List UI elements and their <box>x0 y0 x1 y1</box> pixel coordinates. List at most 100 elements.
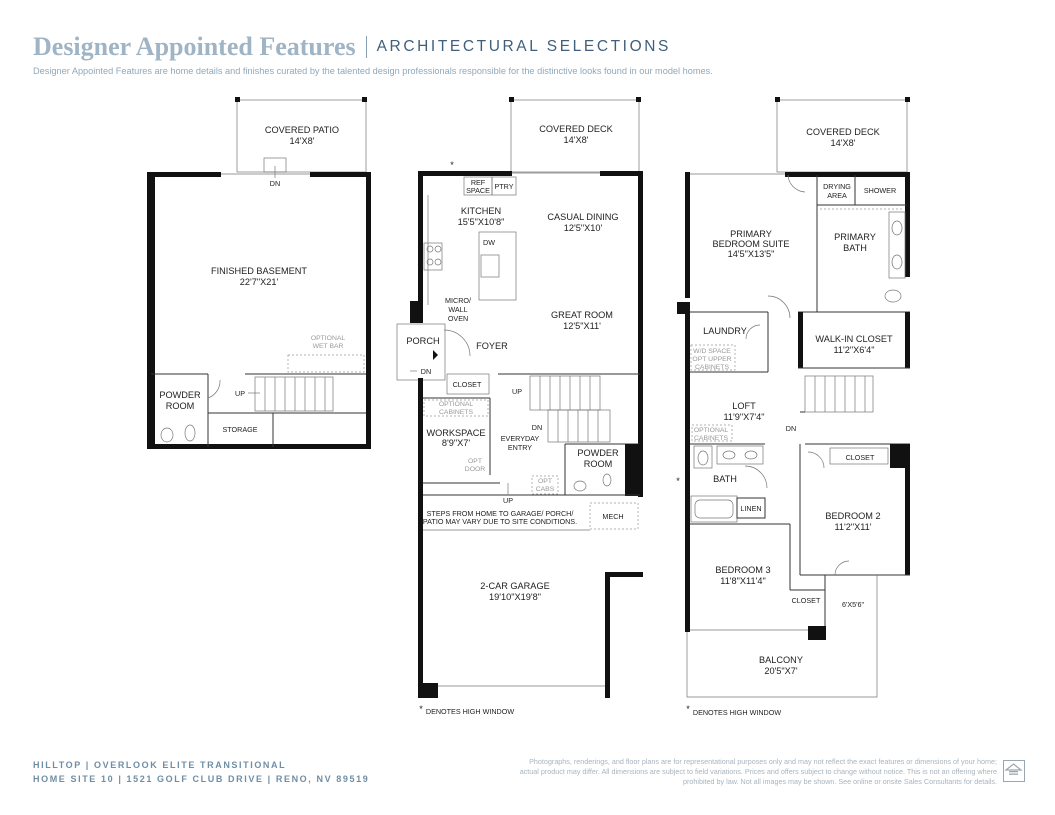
upper-asterisk-note: * <box>686 704 690 714</box>
steps-note-2: PATIO MAY VARY DUE TO SITE CONDITIONS. <box>423 517 577 526</box>
opt-upper-cabinets-label-2: CABINETS <box>695 364 729 371</box>
kitchen-label: KITCHEN <box>461 206 501 216</box>
great-room-label: GREAT ROOM <box>551 310 613 320</box>
page-title: Designer Appointed Features <box>33 32 356 61</box>
upper-dn-label: DN <box>786 424 796 433</box>
primary-suite-size: 14'5"X13'5" <box>728 249 775 259</box>
primary-suite-label-2: BEDROOM SUITE <box>712 239 789 249</box>
finished-basement-label: FINISHED BASEMENT <box>211 266 307 276</box>
primary-bath-label-2: BATH <box>843 243 867 253</box>
garage-up-label: UP <box>503 496 513 505</box>
dishwasher-label: DW <box>483 238 495 247</box>
main-asterisk-note: * <box>419 704 423 714</box>
garage-label: 2-CAR GARAGE <box>480 581 549 591</box>
drying-area-label-2: AREA <box>827 191 847 200</box>
linen-label: LINEN <box>740 504 761 513</box>
basement-covered-patio-label: COVERED PATIO <box>265 125 339 135</box>
basement-covered-patio-size: 14'X8' <box>290 136 315 146</box>
walk-in-closet-size: 11'2"X6'4" <box>833 345 874 355</box>
finished-basement-size: 22'7"X21' <box>240 277 279 287</box>
casual-dining-size: 12'5"X10' <box>564 223 603 233</box>
optional-wet-bar-label-2: WET BAR <box>313 343 344 350</box>
basement-powder-room-label-2: ROOM <box>166 401 195 411</box>
main-powder-room-label-2: ROOM <box>584 459 613 469</box>
steps-note-1: STEPS FROM HOME TO GARAGE/ PORCH/ <box>427 509 574 518</box>
loft-size: 11'9"X7'4" <box>723 412 764 422</box>
pantry-label: PTRY <box>494 182 513 191</box>
balcony-size: 20'5"X7' <box>764 666 798 676</box>
workspace-size: 8'9"X7' <box>442 438 470 448</box>
opt-door-label-1: OPT <box>468 458 482 465</box>
micro-wall-oven-label-3: OVEN <box>448 314 468 323</box>
upper-covered-deck-label: COVERED DECK <box>806 127 880 137</box>
upper-floor-plan: COVERED DECK 14'X8' PRIMARY BEDROOM SUIT… <box>676 97 910 717</box>
great-room-size: 12'5"X11' <box>563 321 601 331</box>
basement-storage-label: STORAGE <box>222 425 257 434</box>
loft-label: LOFT <box>732 401 756 411</box>
main-powder-room-label-1: POWDER <box>577 448 619 458</box>
opt-door-label-2: DOOR <box>465 466 485 473</box>
basement-powder-room-label-1: POWDER <box>159 390 201 400</box>
bedroom-2-size: 11'2"X11' <box>834 522 871 532</box>
workspace-label: WORKSPACE <box>426 428 485 438</box>
main-optional-cabinets-label-1: OPTIONAL <box>439 401 474 408</box>
main-covered-deck-label: COVERED DECK <box>539 124 613 134</box>
upper-asterisk-side: * <box>676 476 680 486</box>
opt-cabs-label-1: OPT <box>538 478 552 485</box>
opt-upper-cabinets-label-1: OPT UPPER <box>692 356 731 363</box>
upper-optional-cabinets-label-2: CABINETS <box>694 435 728 442</box>
upper-optional-cabinets-label-1: OPTIONAL <box>694 427 729 434</box>
kitchen-size: 15'5"X10'8" <box>458 217 505 227</box>
main-asterisk-top: * <box>450 160 454 170</box>
footer-address: HOME SITE 10 | 1521 GOLF CLUB DRIVE | RE… <box>33 774 370 784</box>
micro-wall-oven-label-2: WALL <box>448 305 467 314</box>
main-covered-deck-size: 14'X8' <box>564 135 589 145</box>
laundry-label: LAUNDRY <box>703 326 747 336</box>
everyday-entry-label-2: ENTRY <box>508 443 532 452</box>
intro-text: Designer Appointed Features are home det… <box>33 66 713 76</box>
main-high-window-note: DENOTES HIGH WINDOW <box>426 707 514 716</box>
footer-disclaimer: Photographs, renderings, and floor plans… <box>519 757 997 786</box>
bedroom-3-label: BEDROOM 3 <box>715 565 770 575</box>
garage-size: 19'10"X19'8" <box>489 592 541 602</box>
main-floor-plan: COVERED DECK 14'X8' * REF SPACE PTRY KIT… <box>396 97 643 716</box>
basement-dn-label: DN <box>270 179 280 188</box>
equal-housing-icon <box>1003 760 1025 782</box>
ref-space-label-2: SPACE <box>466 186 490 195</box>
upper-covered-deck-size: 14'X8' <box>831 138 856 148</box>
mech-label: MECH <box>602 512 623 521</box>
casual-dining-label: CASUAL DINING <box>547 212 618 222</box>
walk-in-closet-label: WALK-IN CLOSET <box>815 334 893 344</box>
opt-cabs-label-2: CABS <box>536 486 555 493</box>
micro-wall-oven-label-1: MICRO/ <box>445 296 471 305</box>
nook-size: 6'X5'6" <box>842 600 865 609</box>
upper-closet-2-label: CLOSET <box>792 596 821 605</box>
main-dn-label: DN <box>532 423 542 432</box>
upper-bath-label: BATH <box>713 474 737 484</box>
foyer-label: FOYER <box>476 341 508 351</box>
wd-space-label: W/D SPACE <box>693 348 731 355</box>
drying-area-label-1: DRYING <box>823 182 851 191</box>
primary-suite-label-1: PRIMARY <box>730 229 772 239</box>
primary-bath-label-1: PRIMARY <box>834 232 876 242</box>
optional-wet-bar-label-1: OPTIONAL <box>311 335 346 342</box>
page-header: Designer Appointed Features ARCHITECTURAL… <box>33 32 671 62</box>
title-divider <box>365 36 367 58</box>
bedroom-2-label: BEDROOM 2 <box>825 511 880 521</box>
balcony-label: BALCONY <box>759 655 803 665</box>
footer-community: HILLTOP | OVERLOOK ELITE TRANSITIONAL <box>33 760 287 770</box>
upper-closet-label: CLOSET <box>846 453 875 462</box>
ref-space-label-1: REF <box>471 178 486 187</box>
shower-label: SHOWER <box>864 186 896 195</box>
porch-label: PORCH <box>406 336 439 346</box>
page-subtitle: ARCHITECTURAL SELECTIONS <box>376 38 671 55</box>
main-up-label: UP <box>512 387 522 396</box>
main-closet-label: CLOSET <box>453 380 482 389</box>
porch-dn-label: DN <box>421 367 431 376</box>
bedroom-3-size: 11'8"X11'4" <box>720 576 765 586</box>
basement-plan: COVERED PATIO 14'X8' DN FINISHED BASEMEN… <box>147 97 371 449</box>
basement-up-label: UP <box>235 389 245 398</box>
upper-high-window-note: DENOTES HIGH WINDOW <box>693 708 781 717</box>
everyday-entry-label-1: EVERYDAY <box>501 434 540 443</box>
